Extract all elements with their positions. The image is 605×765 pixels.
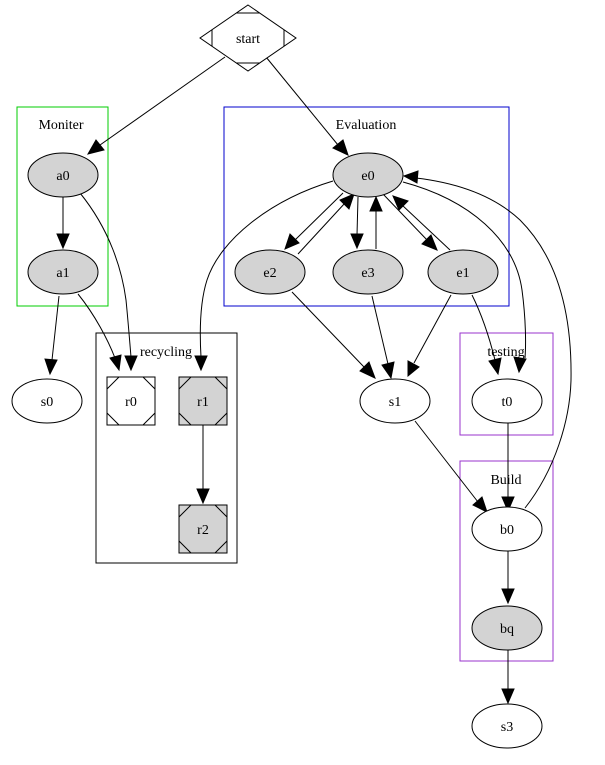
cluster-recycling-box xyxy=(95,332,238,564)
arrowhead xyxy=(513,356,527,374)
edge-b0-e0 xyxy=(402,170,572,509)
edge-e0-e1 xyxy=(382,193,438,251)
edge-e0-e3 xyxy=(350,196,364,250)
arrowhead xyxy=(86,139,105,155)
cluster-moniter-box xyxy=(16,106,109,307)
arrowhead xyxy=(284,233,300,250)
cluster-testing: testing xyxy=(459,332,554,436)
node-bq-label: bq xyxy=(500,622,514,637)
edge-a0-r0 xyxy=(79,192,138,372)
edge-r1-r2 xyxy=(196,424,210,505)
arrowhead xyxy=(194,355,208,372)
arrowhead xyxy=(407,360,420,378)
node-r2-label: r2 xyxy=(197,523,209,538)
arrowhead xyxy=(421,234,438,251)
edge-a0-a1 xyxy=(56,197,70,250)
edge-t0-b0 xyxy=(501,423,515,513)
edge-e2-s1 xyxy=(291,291,376,379)
arrowhead xyxy=(392,195,409,211)
edge-e0-r1 xyxy=(194,180,334,372)
arrowhead xyxy=(109,354,122,372)
arrowhead xyxy=(44,358,58,376)
node-t0-label: t0 xyxy=(502,395,513,410)
node-r1-label: r1 xyxy=(197,395,209,410)
edges xyxy=(44,56,572,705)
edge-start-a0 xyxy=(86,56,226,155)
node-s0-label: s0 xyxy=(41,395,53,410)
node-a0-label: a0 xyxy=(56,169,69,184)
edge-b0-bq xyxy=(501,551,515,605)
arrowhead xyxy=(339,193,355,210)
node-e2-label: e2 xyxy=(263,266,276,281)
cluster-evaluation-box xyxy=(223,106,510,307)
cluster-moniter-label: Moniter xyxy=(38,118,83,133)
node-e0-label: e0 xyxy=(361,169,374,184)
node-e0[interactable]: e0 xyxy=(332,152,404,198)
node-e3[interactable]: e3 xyxy=(332,249,404,295)
arrowhead xyxy=(501,688,515,705)
arrowhead xyxy=(56,233,70,250)
node-start[interactable]: start xyxy=(199,4,297,72)
edge-e1-e0 xyxy=(392,195,451,251)
cluster-moniter: Moniter xyxy=(16,106,109,307)
clusters: Moniter Evaluation recycling testing Bui… xyxy=(16,106,554,662)
arrowhead xyxy=(381,361,395,380)
edge-e1-t0 xyxy=(471,294,502,376)
edge-bq-s3 xyxy=(501,650,515,705)
edge-e2-e0 xyxy=(297,193,355,255)
cluster-build: Build xyxy=(459,460,554,662)
edge-a1-s0 xyxy=(44,295,60,376)
node-b0[interactable]: b0 xyxy=(471,506,543,552)
node-r1[interactable]: r1 xyxy=(178,376,228,426)
node-e3-label: e3 xyxy=(361,266,374,281)
arrowhead xyxy=(124,355,138,372)
arrowhead xyxy=(472,496,488,513)
nodes: start a0 a1 e0 e1 e2 e3 xyxy=(11,4,543,749)
cluster-testing-box xyxy=(459,332,554,436)
edge-e3-e0 xyxy=(369,195,383,249)
cluster-recycling: recycling xyxy=(95,332,238,564)
edge-s1-b0 xyxy=(414,420,488,513)
node-start-label: start xyxy=(236,32,260,47)
node-r0-label: r0 xyxy=(125,395,137,410)
node-b0-label: b0 xyxy=(500,523,514,538)
node-a1-label: a1 xyxy=(56,266,69,281)
cluster-evaluation: Evaluation xyxy=(223,106,510,307)
cluster-recycling-label: recycling xyxy=(140,345,192,360)
node-s1[interactable]: s1 xyxy=(359,378,431,424)
node-s0[interactable]: s0 xyxy=(11,378,83,424)
node-s3-label: s3 xyxy=(501,720,513,735)
node-s3[interactable]: s3 xyxy=(471,703,543,749)
edge-e1-s1 xyxy=(407,294,452,378)
cluster-build-label: Build xyxy=(490,473,521,488)
node-a0[interactable]: a0 xyxy=(27,152,99,198)
node-bq[interactable]: bq xyxy=(471,605,543,651)
arrowhead xyxy=(350,233,364,250)
arrowhead xyxy=(359,361,376,379)
node-s1-label: s1 xyxy=(389,395,401,410)
arrowhead xyxy=(402,170,419,184)
edge-start-e0 xyxy=(265,56,349,156)
edge-e0-t0 xyxy=(402,181,527,374)
node-r2[interactable]: r2 xyxy=(178,504,228,554)
arrowhead xyxy=(501,588,515,605)
arrowhead xyxy=(332,139,349,156)
arrowhead xyxy=(488,357,502,376)
node-e1[interactable]: e1 xyxy=(427,249,499,295)
node-e2[interactable]: e2 xyxy=(234,249,306,295)
node-a1[interactable]: a1 xyxy=(27,249,99,295)
edge-a1-r0 xyxy=(77,293,122,372)
edge-e3-s1 xyxy=(371,295,395,380)
cluster-evaluation-label: Evaluation xyxy=(336,118,397,133)
node-t0[interactable]: t0 xyxy=(471,378,543,424)
cluster-testing-label: testing xyxy=(487,345,524,360)
arrowhead xyxy=(369,195,383,212)
node-r0[interactable]: r0 xyxy=(106,376,156,426)
arrowhead xyxy=(196,488,210,505)
edge-e0-e2 xyxy=(284,192,344,250)
node-e1-label: e1 xyxy=(456,266,469,281)
arrowhead xyxy=(501,496,515,513)
cluster-build-box xyxy=(459,460,554,662)
